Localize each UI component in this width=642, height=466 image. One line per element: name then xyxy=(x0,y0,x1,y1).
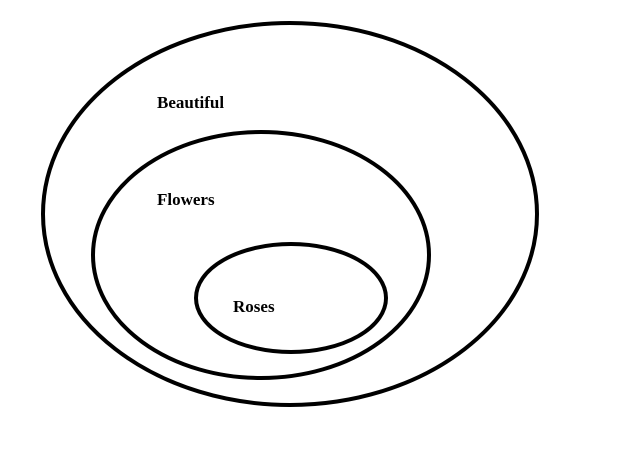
set-label-roses: Roses xyxy=(233,297,275,316)
set-label-beautiful: Beautiful xyxy=(157,93,224,112)
set-label-flowers: Flowers xyxy=(157,190,215,209)
set-flowers-ellipse xyxy=(91,130,431,380)
set-beautiful-ellipse xyxy=(41,21,539,407)
set-roses-ellipse xyxy=(194,242,388,354)
